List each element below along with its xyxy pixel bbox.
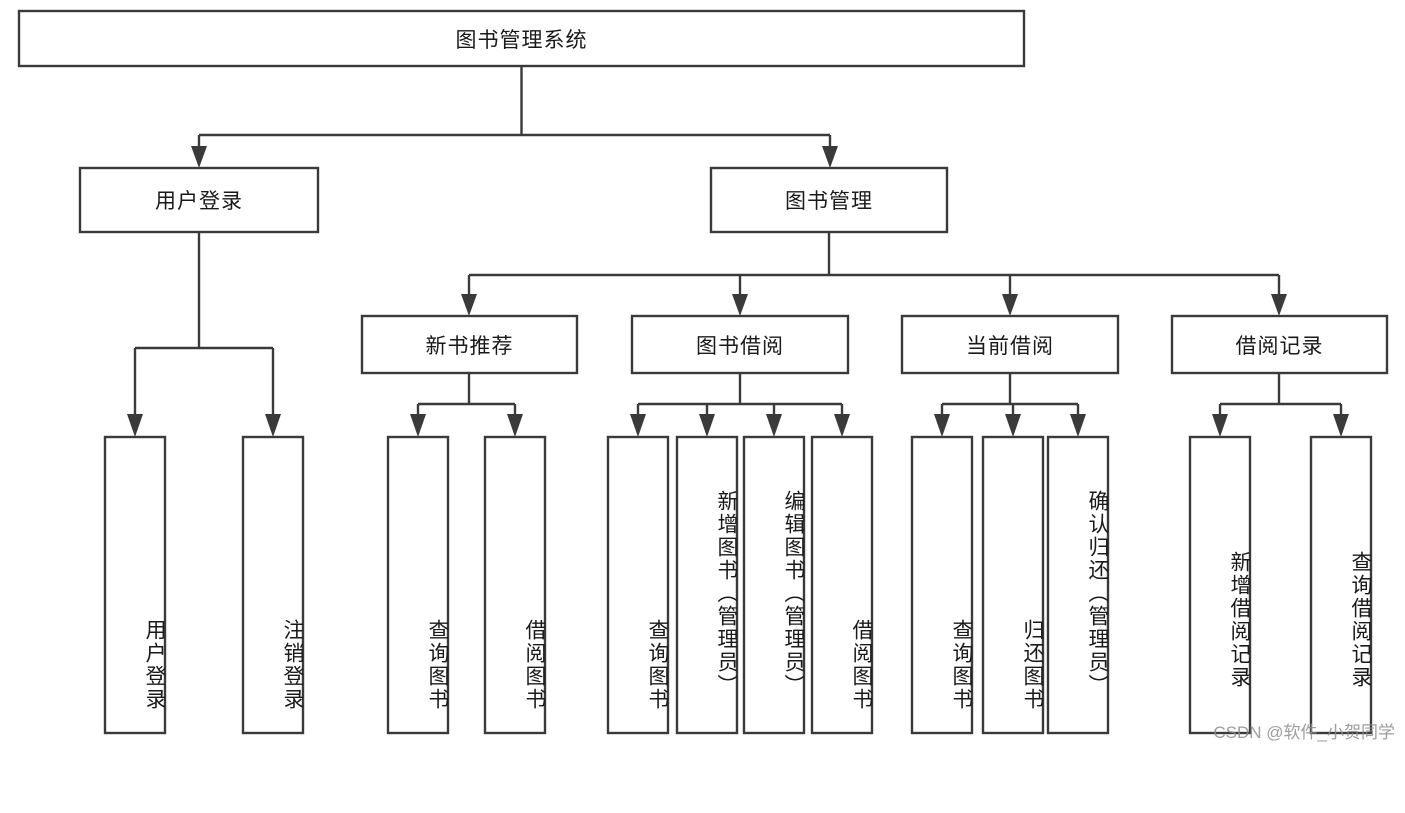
leaf-box-query-book-newbook[interactable] <box>386 435 450 735</box>
leaf-box-edit-book-admin[interactable] <box>742 435 806 735</box>
leaf-box-query-borrow-record[interactable] <box>1309 435 1373 735</box>
node-box-new-book-recommend[interactable] <box>360 314 579 375</box>
node-box-book-management[interactable] <box>709 166 949 234</box>
arrowhead-borrow-l3 <box>766 414 782 437</box>
arrowhead-user-login-leaf2 <box>265 414 281 437</box>
leaf-box-confirm-return-admin[interactable] <box>1046 435 1110 735</box>
arrowhead-record-l2 <box>1333 414 1349 437</box>
diagram-svg <box>17 9 1389 735</box>
arrowhead-newbook-l2 <box>507 414 523 437</box>
node-box-root[interactable] <box>17 9 1026 68</box>
node-box-book-borrow[interactable] <box>630 314 850 375</box>
arrowhead-borrow-l1 <box>630 414 646 437</box>
arrowhead-record-l1 <box>1212 414 1228 437</box>
leaf-box-borrow-book[interactable] <box>810 435 874 735</box>
arrowhead-root-to-book-mgmt <box>822 146 838 168</box>
arrowhead-borrow-l4 <box>834 414 850 437</box>
arrowhead-borrow-l2 <box>699 414 715 437</box>
arrowhead-book-mgmt-c3 <box>1002 294 1018 316</box>
leaf-box-query-book-borrow[interactable] <box>606 435 670 735</box>
arrowhead-current-l3 <box>1070 414 1086 437</box>
arrowhead-book-mgmt-c4 <box>1271 294 1287 316</box>
diagram-canvas-root: 图书管理系统 用户登录 图书管理 新书推荐 图书借阅 当前借阅 借阅记录 用户登… <box>17 9 1395 742</box>
arrowhead-book-mgmt-c2 <box>732 294 748 316</box>
leaf-box-logout-login[interactable] <box>241 435 305 735</box>
node-box-borrow-record[interactable] <box>1170 314 1389 375</box>
arrowhead-current-l2 <box>1005 414 1021 437</box>
leaf-box-user-login[interactable] <box>103 435 167 735</box>
node-box-current-borrow[interactable] <box>900 314 1120 375</box>
arrowhead-book-mgmt-c1 <box>461 294 477 316</box>
leaf-box-query-book-current[interactable] <box>910 435 974 735</box>
connector-layer <box>127 66 1349 437</box>
leaf-box-return-book[interactable] <box>981 435 1045 735</box>
leaf-box-add-borrow-record[interactable] <box>1188 435 1252 735</box>
box-layer <box>17 9 1389 735</box>
arrowhead-newbook-l1 <box>410 414 426 437</box>
arrowhead-user-login-leaf1 <box>127 414 143 437</box>
leaf-box-borrow-book-newbook[interactable] <box>483 435 547 735</box>
arrowhead-root-to-user-login <box>191 146 207 168</box>
arrowhead-current-l1 <box>934 414 950 437</box>
node-box-user-login[interactable] <box>78 166 320 234</box>
leaf-box-add-book-admin[interactable] <box>675 435 739 735</box>
